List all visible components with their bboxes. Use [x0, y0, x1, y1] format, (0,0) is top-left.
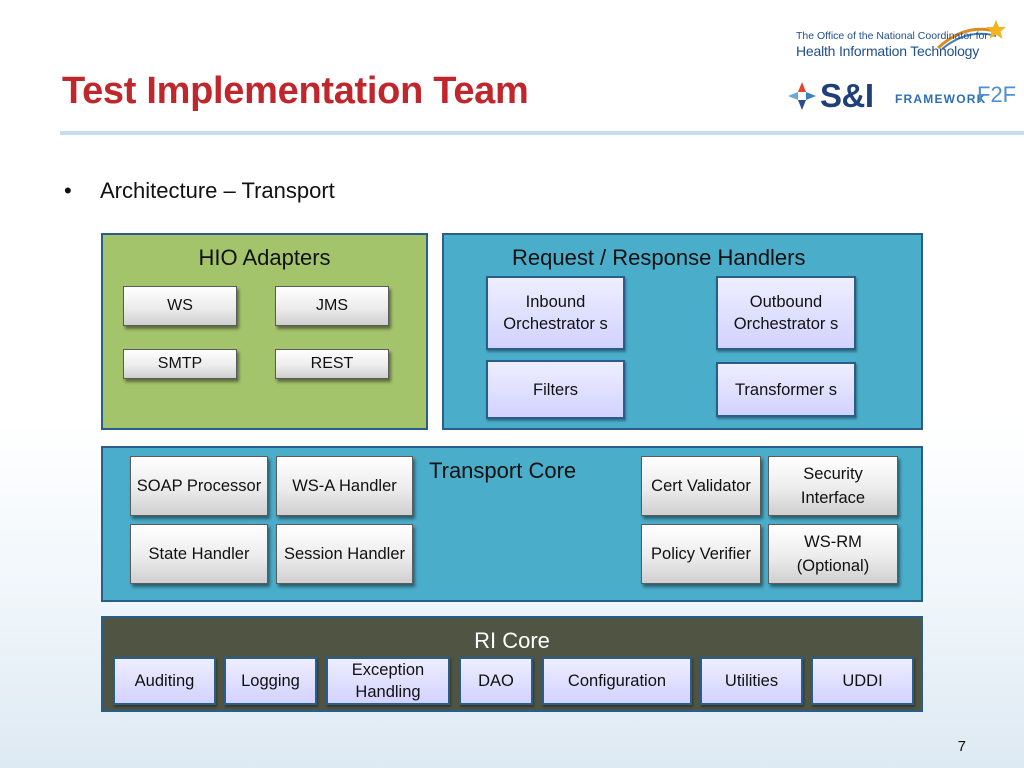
onc-arc-star-icon	[936, 20, 1006, 50]
bullet-text: Architecture – Transport	[100, 178, 335, 203]
ri-core-title: RI Core	[474, 628, 550, 653]
bullet-item: • Architecture – Transport	[64, 178, 335, 204]
bullet-dot: •	[64, 178, 72, 203]
ri-core-panel: RI Core Auditing Logging Exception Handl…	[101, 616, 923, 712]
jms-adapter: JMS	[275, 286, 389, 326]
smtp-adapter: SMTP	[123, 349, 237, 379]
utilities-box: Utilities	[700, 657, 803, 705]
onc-logo-line2: Health Information Technology	[796, 43, 980, 59]
cert-validator-box: Cert Validator	[641, 456, 761, 516]
transformers-box: Transformer s	[716, 362, 856, 417]
session-handler-box: Session Handler	[276, 524, 413, 584]
si-framework-logo: S&I FRAMEWORK F2F	[784, 74, 1020, 116]
ws-a-handler-box: WS-A Handler	[276, 456, 413, 516]
ws-rm-box: WS-RM (Optional)	[768, 524, 898, 584]
onc-logo-line1: The Office of the National Coordinator f…	[796, 30, 988, 42]
uddi-box: UDDI	[811, 657, 914, 705]
si-f2f-text: F2F	[977, 82, 1017, 107]
exception-handling-box: Exception Handling	[326, 657, 450, 705]
security-interface-box: Security Interface	[768, 456, 898, 516]
ws-adapter: WS	[123, 286, 237, 326]
auditing-box: Auditing	[113, 657, 216, 705]
inbound-orchestrators-box: Inbound Orchestrator s	[486, 276, 625, 350]
request-response-handlers-title: Request / Response Handlers	[512, 245, 806, 270]
filters-box: Filters	[486, 360, 625, 419]
logging-box: Logging	[224, 657, 317, 705]
si-pinwheel-icon	[788, 82, 816, 110]
dao-box: DAO	[459, 657, 533, 705]
si-framework-text: FRAMEWORK	[895, 92, 987, 106]
slide-title: Test Implementation Team	[62, 70, 529, 112]
configuration-box: Configuration	[542, 657, 692, 705]
onc-logo: The Office of the National Coordinator f…	[796, 20, 1016, 66]
transport-core-panel: Transport Core SOAP Processor WS-A Handl…	[101, 446, 923, 602]
hio-adapters-title: HIO Adapters	[198, 245, 331, 270]
request-response-handlers-panel: Request / Response Handlers Inbound Orch…	[442, 233, 923, 430]
soap-processor-box: SOAP Processor	[130, 456, 268, 516]
hio-adapters-panel: HIO Adapters WS JMS SMTP REST	[101, 233, 428, 430]
si-brand-text: S&I	[820, 77, 874, 114]
page-number: 7	[957, 738, 966, 755]
rest-adapter: REST	[275, 349, 389, 379]
outbound-orchestrators-box: Outbound Orchestrator s	[716, 276, 856, 350]
header-divider	[60, 131, 1024, 135]
state-handler-box: State Handler	[130, 524, 268, 584]
policy-verifier-box: Policy Verifier	[641, 524, 761, 584]
transport-core-title: Transport Core	[429, 458, 577, 483]
